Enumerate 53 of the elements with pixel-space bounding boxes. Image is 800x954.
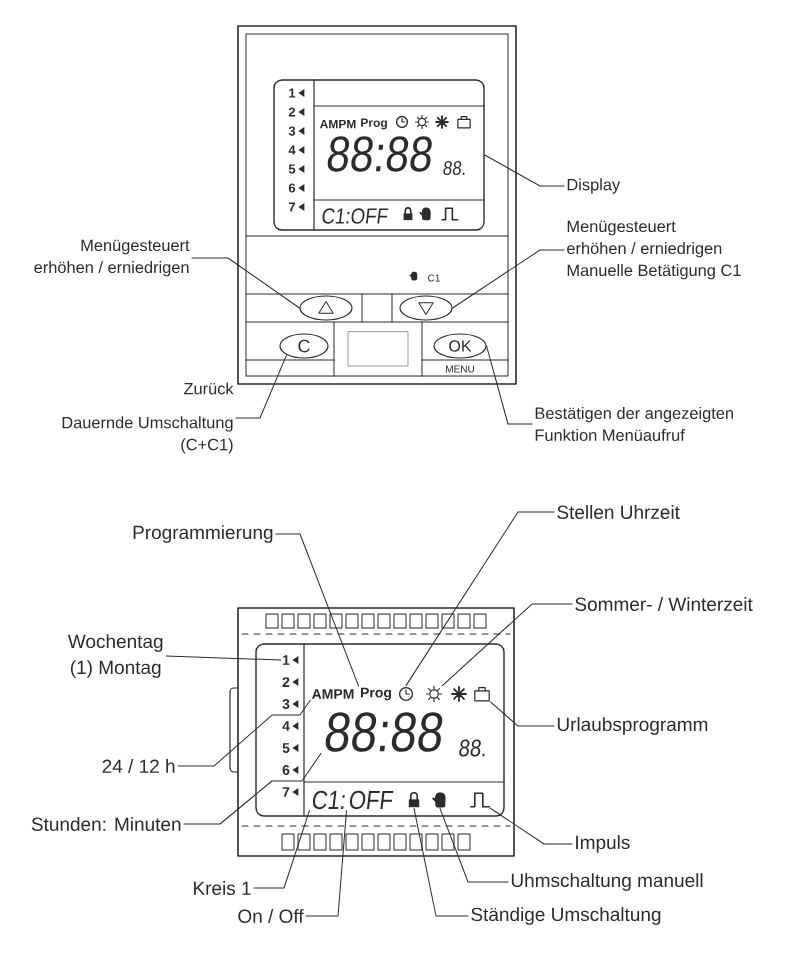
leader-line: [253, 810, 310, 889]
callout-text: On / Off: [238, 909, 304, 923]
clock-icon: [398, 686, 414, 702]
callout-text: Programmierung: [133, 525, 273, 543]
callout-text: Display: [567, 178, 621, 194]
callout-text: Uhmschaltung manuell: [511, 873, 703, 891]
callout-text: Wochentag (1) Montag: [67, 634, 163, 678]
leader-line: [305, 810, 347, 917]
leader-line: [177, 699, 311, 767]
callout-text: 24 / 12 h: [102, 759, 175, 773]
callout-text: Sommer- / Winterzeit: [575, 597, 753, 611]
leader-line: [489, 807, 573, 845]
callout-text: Ständige Umschaltung: [471, 907, 661, 925]
callout-text: Stunden: Minuten: [31, 817, 181, 831]
callout-text: Impuls: [576, 835, 630, 853]
leader-line: [486, 345, 533, 425]
leader-line: [439, 807, 509, 883]
pulse-icon: [470, 792, 490, 808]
leader-line: [165, 655, 282, 661]
callout-text: Bestätigen der angezeigten Funktion Menüaufruf: [535, 407, 733, 442]
small-digits: 88.: [459, 739, 485, 757]
small-digits: 88.: [443, 160, 465, 176]
leader-line: [405, 511, 555, 687]
leader-line: [484, 154, 565, 187]
callout-text: Menügesteuert erhöhen / erniedrigen Manuelle Betätigung C1: [567, 220, 741, 280]
lock-icon: [408, 792, 420, 808]
callout-text: Urlaubsprogramm: [557, 717, 708, 735]
leader-line: [191, 257, 300, 309]
time-digits: 88:88: [327, 136, 432, 172]
leader-line: [441, 603, 573, 687]
leader-line: [413, 807, 469, 917]
leader-line: [183, 752, 322, 825]
suitcase-icon: [474, 687, 490, 702]
callout-text: Kreis 1: [194, 881, 251, 895]
status-text: C1:: [312, 790, 345, 810]
up-button: [299, 295, 353, 321]
leader-line: [452, 249, 565, 309]
sun-icon: [425, 685, 443, 703]
button: C: [279, 333, 329, 359]
hand-icon: [432, 792, 446, 808]
leader-line: [235, 354, 288, 419]
leader-line: [275, 533, 360, 687]
status-text: OFF: [349, 790, 394, 810]
display-screen: [273, 79, 485, 231]
display-screen: [255, 643, 505, 817]
status-text: C1:OFF: [322, 208, 389, 224]
callout-text: Zurück Dauernde Umschaltung (C+C1): [62, 382, 234, 454]
button: OK: [433, 333, 487, 359]
callout-text: Stellen Uhrzeit: [557, 505, 680, 519]
time-digits: 88:88: [325, 712, 443, 752]
leader-line: [489, 701, 555, 727]
down-button: [399, 295, 453, 321]
callout-text: Menügesteuert erhöhen / erniedrigen: [34, 239, 190, 277]
